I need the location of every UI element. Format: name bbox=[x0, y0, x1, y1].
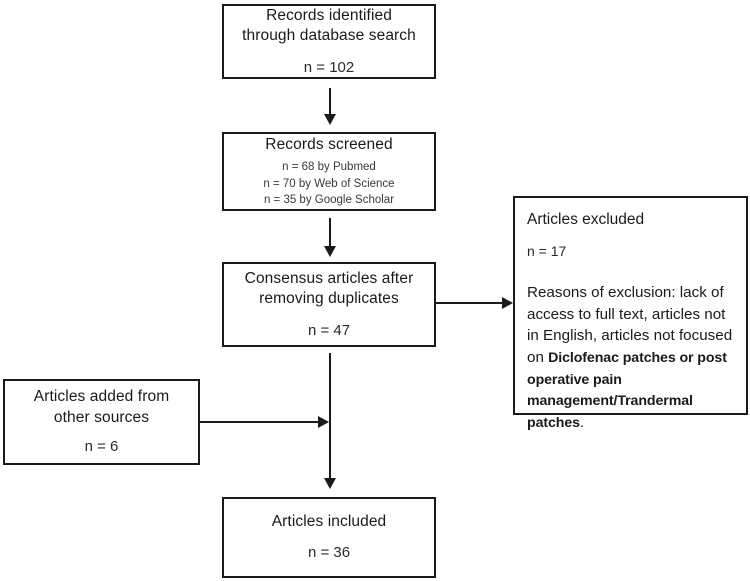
node-articles-other-sources: Articles added from other sources n = 6 bbox=[3, 379, 200, 465]
connector-screened-to-consensus-arrowhead bbox=[324, 246, 336, 257]
articles-other-sources-line1: Articles added from bbox=[33, 388, 170, 406]
connector-identified-to-screened-line bbox=[329, 88, 331, 118]
articles-excluded-reason-end: . bbox=[579, 413, 585, 431]
records-screened-source-google-scholar: n = 35 by Google Scholar bbox=[263, 193, 395, 206]
articles-other-sources-line2: other sources bbox=[53, 408, 150, 426]
connector-identified-to-screened-arrowhead bbox=[324, 114, 336, 125]
node-articles-included: Articles included n = 36 bbox=[222, 497, 436, 578]
consensus-articles-line2: removing duplicates bbox=[259, 290, 399, 308]
node-consensus-articles: Consensus articles after removing duplic… bbox=[222, 262, 436, 347]
records-screened-source-web-of-science: n = 70 by Web of Science bbox=[263, 177, 395, 190]
node-articles-excluded: Articles excluded n = 17 Reasons of excl… bbox=[513, 196, 748, 431]
connector-consensus-to-excluded-line bbox=[436, 302, 504, 304]
articles-excluded-reason-bold: Diclofenac patches or post operative pai… bbox=[527, 350, 727, 431]
connector-other-sources-arrowhead bbox=[318, 416, 329, 428]
consensus-articles-line1: Consensus articles after bbox=[244, 269, 414, 287]
records-screened-source-list: n = 68 by Pubmed n = 70 by Web of Scienc… bbox=[263, 159, 394, 208]
node-records-screened: Records screened n = 68 by Pubmed n = 70… bbox=[222, 132, 436, 211]
connector-consensus-to-included-line bbox=[329, 353, 331, 483]
records-screened-title: Records screened bbox=[265, 135, 393, 153]
connector-consensus-to-included-arrowhead bbox=[324, 478, 336, 489]
connector-consensus-to-excluded-arrowhead bbox=[502, 297, 513, 309]
records-identified-line1: Records identified bbox=[266, 6, 392, 24]
connector-screened-to-consensus-line bbox=[329, 218, 331, 250]
records-identified-line2: through database search bbox=[242, 27, 416, 45]
connector-other-sources-to-main-line bbox=[200, 421, 320, 423]
consensus-articles-count: n = 47 bbox=[307, 321, 351, 339]
articles-other-sources-count: n = 6 bbox=[84, 438, 119, 456]
articles-included-count: n = 36 bbox=[307, 544, 351, 562]
articles-excluded-reason-plain: Reasons of exclusion: lack of access to … bbox=[527, 284, 733, 367]
records-screened-source-pubmed: n = 68 by Pubmed bbox=[282, 161, 376, 174]
articles-included-title: Articles included bbox=[271, 513, 387, 531]
articles-excluded-reason: Reasons of exclusion: lack of access to … bbox=[527, 282, 736, 433]
node-records-identified: Records identified through database sear… bbox=[222, 4, 436, 79]
records-identified-count: n = 102 bbox=[303, 58, 355, 76]
articles-excluded-count: n = 17 bbox=[527, 243, 567, 260]
articles-excluded-title: Articles excluded bbox=[527, 211, 645, 228]
